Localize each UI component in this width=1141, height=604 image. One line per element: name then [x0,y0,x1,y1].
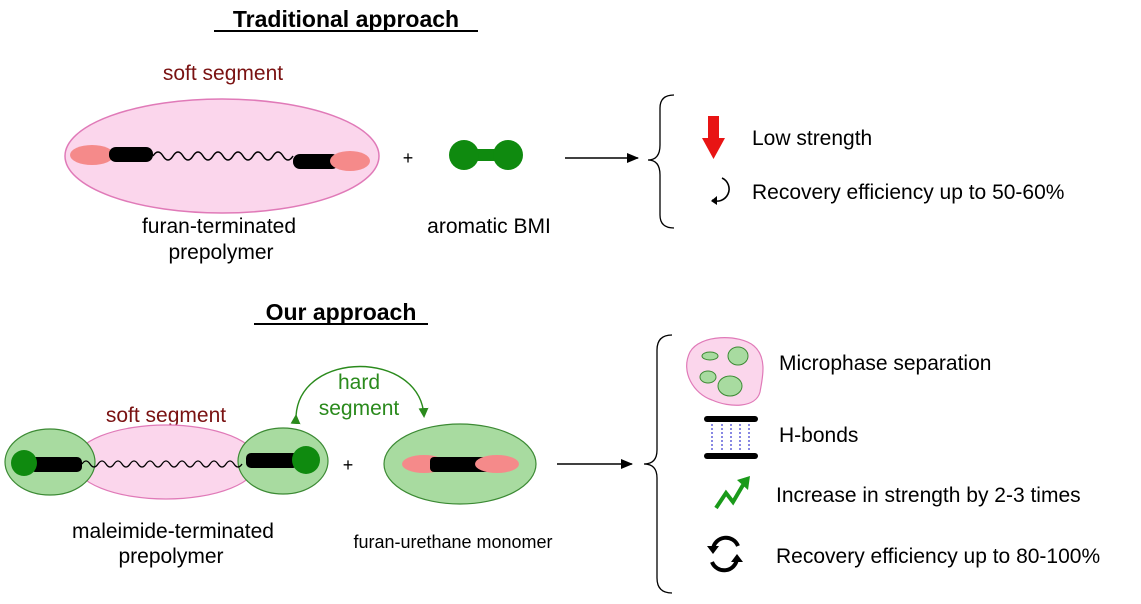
traditional-soft-segment-label: soft segment [163,62,283,85]
traditional-section: Traditional approach soft segment furan-… [64,6,1064,264]
hard-segment-double-arrow [290,365,429,425]
maleimide-end-left [11,450,37,476]
traditional-plus-sign: + [403,148,414,168]
our-results-brace [643,334,673,594]
urethane-block [430,457,490,472]
maleimide-terminated-prepolymer-graphic [4,424,329,500]
furan-urethane-monomer-label: furan-urethane monomer [353,532,552,552]
maleimide-end-right [292,446,320,474]
result-recovery-50-60: Recovery efficiency up to 50-60% [752,181,1064,204]
our-plus-sign: + [343,455,354,475]
furan-terminated-prepolymer-graphic [64,98,380,214]
our-soft-segment-label: soft segment [106,404,226,427]
soft-chain-wave [152,151,294,161]
our-prepolymer-label-line2: prepolymer [118,545,223,568]
rigid-block-left [30,457,82,472]
furan-end-right [475,455,519,473]
hard-segment-label-line1: hard [338,371,380,394]
result-recovery-80-100: Recovery efficiency up to 80-100% [776,545,1100,568]
recovery-cycle-bold-icon [707,535,743,573]
maleimide-left [449,140,479,170]
traditional-prepolymer-label-line2: prepolymer [168,241,273,264]
result-strength-increase: Increase in strength by 2-3 times [776,484,1081,507]
soft-segment-ellipse [64,98,380,214]
red-down-arrow-icon [702,116,725,159]
our-section: Our approach soft segment hard segment m… [4,299,1100,594]
our-prepolymer-label-line1: maleimide-terminated [72,520,274,543]
traditional-results-brace [647,94,675,229]
traditional-prepolymer-label-line1: furan-terminated [142,215,296,238]
h-bonds-icon [704,416,758,459]
rigid-block-right [293,154,339,169]
soft-chain-wave [81,460,243,468]
rigid-block-left [109,147,153,162]
maleimide-right [493,140,523,170]
furan-urethane-monomer-graphic [383,423,537,505]
green-zigzag-up-arrow-icon [714,476,750,510]
soft-segment-center-ellipse [73,424,259,500]
our-heading: Our approach [266,299,417,325]
rigid-block-right [246,453,298,468]
traditional-heading: Traditional approach [233,6,459,32]
microphase-blob-icon [686,337,764,406]
recovery-cycle-icon [711,177,730,205]
hard-segment-label-line2: segment [319,397,400,420]
furan-end-left [70,145,114,165]
result-microphase-separation: Microphase separation [779,352,991,375]
aromatic-bmi-label: aromatic BMI [427,215,551,238]
result-h-bonds: H-bonds [779,424,858,447]
aromatic-bmi-graphic [449,140,523,170]
furan-end-right [330,151,370,171]
result-low-strength: Low strength [752,127,872,150]
